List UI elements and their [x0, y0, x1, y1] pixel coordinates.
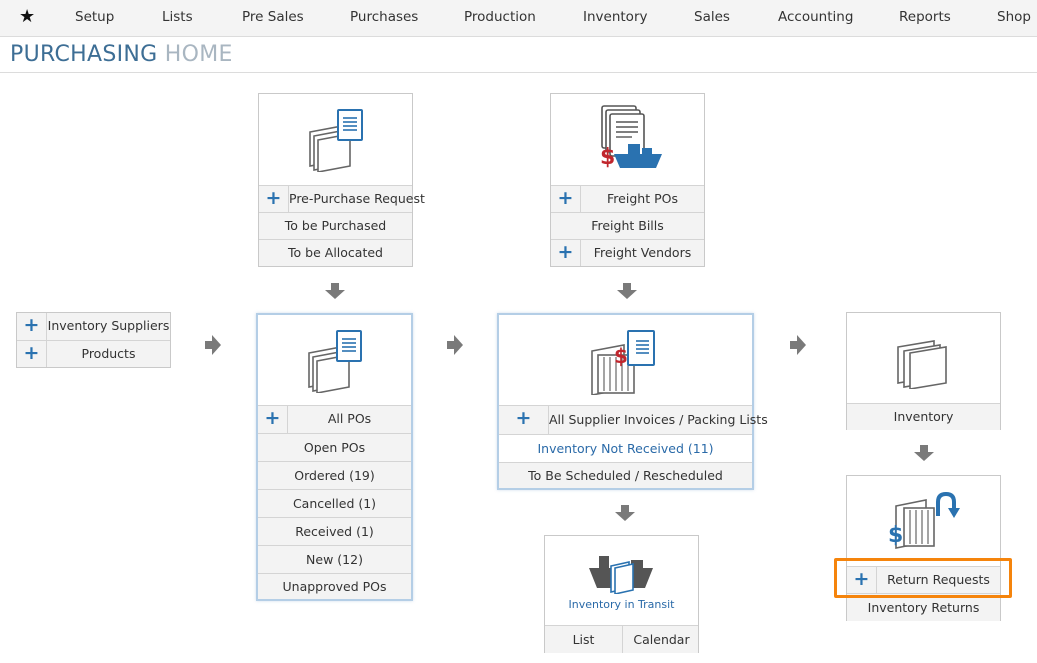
freight-card: $ + Freight POs Freight Bills + Freight …	[550, 93, 705, 267]
arrow-right-icon	[790, 335, 806, 355]
cancelled-pos-row[interactable]: Cancelled (1)	[258, 489, 411, 517]
cargo-ship-icon	[588, 556, 653, 594]
freight-vendors-link[interactable]: Freight Vendors	[593, 245, 692, 260]
all-supplier-invoices-link[interactable]: All Supplier Invoices / Packing Lists	[549, 412, 768, 427]
transit-icon-area[interactable]: Inventory in Transit	[545, 536, 698, 624]
page-title-primary: PURCHASING	[10, 42, 158, 67]
return-requests-link[interactable]: Return Requests	[887, 572, 990, 587]
add-supplier-invoice-plus-icon[interactable]: +	[499, 406, 549, 434]
container-return-icon: $	[888, 492, 960, 549]
suppliers-card: + Inventory Suppliers + Products	[16, 312, 171, 368]
inventory-suppliers-link[interactable]: Inventory Suppliers	[47, 318, 170, 333]
open-pos-row[interactable]: Open POs	[258, 433, 411, 461]
all-pos-row[interactable]: + All POs	[258, 405, 411, 433]
nav-setup[interactable]: Setup	[75, 9, 115, 25]
inventory-returns-card: $ + Return Requests Inventory Returns	[846, 475, 1001, 621]
new-pos-row[interactable]: New (12)	[258, 545, 411, 573]
documents-icon	[307, 330, 362, 393]
pre-purchase-request-row[interactable]: + Pre-Purchase Request	[259, 185, 425, 212]
arrow-down-icon	[617, 283, 637, 299]
top-nav: ★ Setup Lists Pre Sales Purchases Produc…	[0, 0, 1037, 37]
freight-ship-icon: $	[600, 105, 662, 170]
pre-purchase-request-link[interactable]: Pre-Purchase Request	[289, 191, 425, 206]
arrow-right-icon	[205, 335, 221, 355]
nav-accounting[interactable]: Accounting	[778, 9, 854, 25]
pos-icon-area[interactable]	[258, 315, 411, 405]
svg-text:$: $	[600, 145, 615, 170]
arrow-down-icon	[325, 283, 345, 299]
add-pre-purchase-plus-icon[interactable]: +	[259, 186, 289, 212]
nav-purchases[interactable]: Purchases	[350, 9, 419, 25]
inventory-icon-area[interactable]	[847, 313, 1000, 403]
arrow-down-icon	[615, 505, 635, 521]
freight-bills-row[interactable]: Freight Bills	[551, 212, 704, 239]
nav-production[interactable]: Production	[464, 9, 536, 25]
container-invoice-icon: $	[590, 330, 655, 395]
products-row[interactable]: + Products	[17, 340, 170, 367]
add-return-request-plus-icon[interactable]: +	[847, 567, 877, 593]
transit-calendar-button[interactable]: Calendar	[633, 632, 690, 647]
nav-shop[interactable]: Shop	[997, 9, 1031, 25]
svg-text:$: $	[614, 344, 628, 368]
return-requests-row[interactable]: + Return Requests	[847, 566, 1000, 593]
inventory-in-transit-link[interactable]: Inventory in Transit	[568, 598, 675, 611]
freight-icon-area[interactable]: $	[551, 94, 704, 184]
svg-text:$: $	[888, 523, 903, 548]
transit-actions-row: List Calendar	[545, 625, 698, 653]
add-freight-vendor-plus-icon[interactable]: +	[551, 240, 581, 266]
arrow-down-icon	[914, 445, 934, 461]
title-divider	[0, 72, 1037, 73]
page-title: PURCHASING HOME	[10, 42, 233, 67]
inventory-card: Inventory	[846, 312, 1001, 430]
documents-icon	[308, 109, 363, 172]
prepurchase-icon-area[interactable]	[259, 94, 412, 184]
ordered-pos-row[interactable]: Ordered (19)	[258, 461, 411, 489]
transit-list-button[interactable]: List	[545, 626, 623, 653]
inventory-not-received-link[interactable]: Inventory Not Received (11)	[499, 434, 752, 462]
nav-reports[interactable]: Reports	[899, 9, 951, 25]
purchase-orders-card: + All POs Open POs Ordered (19) Cancelle…	[256, 313, 413, 601]
inventory-suppliers-row[interactable]: + Inventory Suppliers	[17, 313, 170, 340]
returns-icon-area[interactable]: $	[847, 476, 1000, 566]
page-title-secondary: HOME	[164, 42, 233, 67]
nav-inventory[interactable]: Inventory	[583, 9, 648, 25]
to-be-scheduled-row[interactable]: To Be Scheduled / Rescheduled	[499, 462, 752, 488]
to-be-purchased-row[interactable]: To be Purchased	[259, 212, 412, 239]
favorites-star-icon[interactable]: ★	[19, 6, 36, 27]
nav-lists[interactable]: Lists	[162, 9, 193, 25]
invoices-icon-area[interactable]: $	[499, 315, 752, 405]
products-link[interactable]: Products	[81, 346, 136, 361]
nav-pre-sales[interactable]: Pre Sales	[242, 9, 304, 25]
add-freight-po-plus-icon[interactable]: +	[551, 186, 581, 212]
add-supplier-plus-icon[interactable]: +	[17, 313, 47, 340]
all-pos-link[interactable]: All POs	[327, 411, 372, 426]
freight-pos-row[interactable]: + Freight POs	[551, 185, 704, 212]
nav-sales[interactable]: Sales	[694, 9, 730, 25]
to-be-allocated-row[interactable]: To be Allocated	[259, 239, 412, 266]
freight-pos-link[interactable]: Freight POs	[607, 191, 678, 206]
add-product-plus-icon[interactable]: +	[17, 341, 47, 367]
inventory-in-transit-card: Inventory in Transit List Calendar	[544, 535, 699, 653]
add-po-plus-icon[interactable]: +	[258, 406, 288, 433]
supplier-invoices-card: $ + All Supplier Invoices / Packing List…	[497, 313, 768, 490]
inventory-returns-link[interactable]: Inventory Returns	[847, 593, 1000, 621]
received-pos-row[interactable]: Received (1)	[258, 517, 411, 545]
inventory-link[interactable]: Inventory	[847, 403, 1000, 430]
prepurchase-card: + Pre-Purchase Request To be Purchased T…	[258, 93, 425, 267]
documents-icon	[896, 340, 947, 389]
unapproved-pos-row[interactable]: Unapproved POs	[258, 573, 411, 599]
all-supplier-invoices-row[interactable]: + All Supplier Invoices / Packing Lists	[499, 405, 768, 434]
arrow-right-icon	[447, 335, 463, 355]
freight-vendors-row[interactable]: + Freight Vendors	[551, 239, 704, 266]
